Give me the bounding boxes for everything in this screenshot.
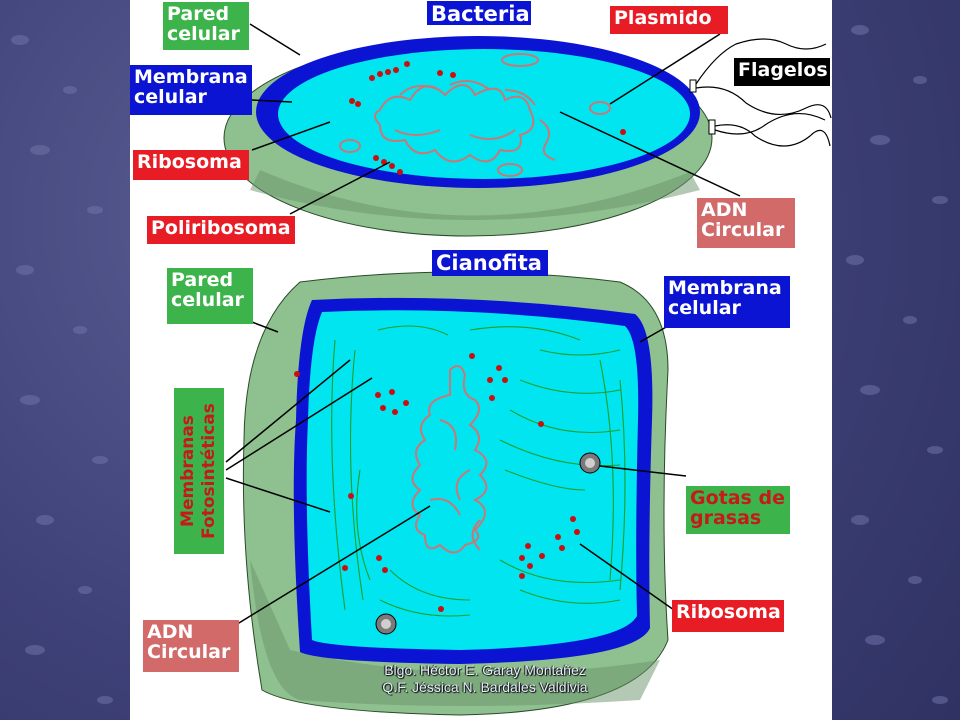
label-pared-celular-bacteria: Pared celular bbox=[163, 2, 249, 50]
cianofita-cytoplasm bbox=[306, 310, 639, 650]
title-bacteria: Bacteria bbox=[427, 1, 531, 25]
label-adn-circular-bacteria: ADN Circular bbox=[697, 198, 795, 248]
label-pared-celular-cianofita: Pared celular bbox=[167, 268, 253, 324]
cianofita-cell bbox=[225, 271, 687, 716]
label-line: Gotas de bbox=[690, 487, 785, 509]
label-line: Pared bbox=[167, 3, 230, 25]
cianofita-leader-lines bbox=[225, 321, 687, 627]
photosynthetic-membranes bbox=[331, 325, 626, 617]
label-line: celular bbox=[668, 297, 741, 319]
bacteria-ribosomes bbox=[349, 61, 626, 175]
label-line: celular bbox=[167, 23, 240, 45]
credits: Blgo. Héctor E. Garay Montañez Q.F. Jéss… bbox=[340, 662, 630, 696]
bacteria-wall-stipple bbox=[250, 170, 700, 220]
plasmid bbox=[501, 53, 539, 67]
label-line: Circular bbox=[701, 219, 785, 241]
label-ribosoma-cianofita: Ribosoma bbox=[672, 600, 784, 632]
cianofita-ribosomes bbox=[294, 353, 580, 612]
credit-line: Q.F. Jéssica N. Bardales Valdivia bbox=[382, 679, 588, 695]
fat-droplets bbox=[375, 452, 601, 635]
credit-line: Blgo. Héctor E. Garay Montañez bbox=[384, 662, 586, 678]
label-membranas-fotosinteticas: Membranas Fotosintéticas bbox=[174, 388, 224, 554]
label-line: grasas bbox=[690, 507, 762, 529]
bacteria-leader-lines bbox=[249, 23, 741, 215]
cianofita-dna bbox=[411, 365, 488, 554]
label-flagelos: Flagelos bbox=[734, 58, 830, 86]
label-line: Membranas bbox=[178, 415, 198, 527]
label-plasmido: Plasmido bbox=[610, 6, 728, 34]
label-adn-circular-cianofita: ADN Circular bbox=[143, 620, 239, 672]
plasmid bbox=[497, 163, 523, 177]
label-line: Circular bbox=[147, 641, 231, 663]
plasmid bbox=[339, 139, 361, 153]
label-line: celular bbox=[171, 289, 244, 311]
label-poliribosoma: Poliribosoma bbox=[147, 216, 295, 244]
bacteria-cytoplasm bbox=[278, 49, 690, 179]
flagellum-base bbox=[689, 79, 697, 93]
label-gotas-de-grasas: Gotas de grasas bbox=[686, 486, 790, 534]
flagellum-base bbox=[708, 119, 716, 135]
cianofita-wall-stipple bbox=[250, 560, 660, 706]
label-line: Membrana bbox=[668, 277, 782, 299]
plasmid bbox=[589, 101, 611, 115]
label-line: ADN bbox=[701, 199, 748, 221]
bacteria-cell bbox=[223, 23, 832, 237]
label-line: celular bbox=[134, 86, 207, 108]
title-cianofita: Cianofita bbox=[432, 250, 548, 276]
flagella bbox=[695, 38, 832, 147]
bacteria-dna bbox=[374, 80, 556, 163]
label-membrana-celular-bacteria: Membrana celular bbox=[130, 65, 252, 115]
label-vertical-text: Membranas Fotosintéticas bbox=[178, 388, 220, 554]
label-membrana-celular-cianofita: Membrana celular bbox=[664, 276, 790, 328]
label-line: Fotosintéticas bbox=[199, 403, 219, 539]
label-ribosoma-bacteria: Ribosoma bbox=[133, 150, 249, 180]
label-line: ADN bbox=[147, 621, 194, 643]
label-line: Pared bbox=[171, 269, 234, 291]
label-line: Membrana bbox=[134, 66, 248, 88]
